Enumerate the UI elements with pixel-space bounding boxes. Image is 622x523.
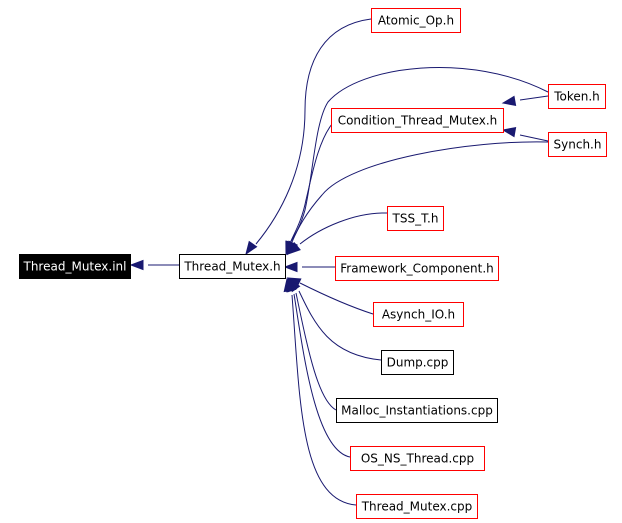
edge-asynch_io_h-to-thread_mutex_h bbox=[286, 277, 374, 315]
node-label: Thread_Mutex.h bbox=[183, 260, 280, 274]
edges-layer bbox=[129, 18, 549, 506]
edge-line bbox=[298, 290, 382, 361]
node-malloc-instantiations-cpp: Malloc_Instantiations.cpp bbox=[336, 398, 498, 423]
node-label: Thread_Mutex.cpp bbox=[361, 500, 473, 514]
edge-thread_mutex_cpp-to-thread_mutex_h bbox=[283, 277, 357, 506]
node-label: Token.h bbox=[553, 90, 600, 104]
edge-line bbox=[291, 294, 357, 506]
node-box bbox=[381, 350, 454, 375]
node-box bbox=[336, 398, 498, 423]
edge-line bbox=[290, 123, 333, 242]
edge-line bbox=[295, 292, 337, 411]
node-label: Condition_Thread_Mutex.h bbox=[338, 114, 498, 128]
node-label: OS_NS_Thread.cpp bbox=[361, 452, 474, 466]
node-box bbox=[179, 254, 286, 279]
node-box bbox=[373, 302, 464, 327]
edge-line bbox=[255, 18, 372, 245]
edge-synch_h-to-condition_thread_mutex_h bbox=[501, 127, 549, 142]
node-thread-mutex-cpp[interactable]: Thread_Mutex.cpp bbox=[356, 494, 478, 519]
edge-line bbox=[299, 282, 374, 315]
nodes-layer: Thread_Mutex.inl Thread_Mutex.h Atomic_Op.… bbox=[19, 8, 607, 519]
arrowhead bbox=[283, 261, 298, 273]
node-label: Framework_Component.h bbox=[340, 262, 494, 276]
arrowhead bbox=[129, 259, 144, 271]
node-thread-mutex-h: Thread_Mutex.h bbox=[179, 254, 286, 279]
node-atomic-op-h[interactable]: Atomic_Op.h bbox=[371, 8, 461, 33]
node-box bbox=[387, 206, 444, 231]
node-tss-t-h[interactable]: TSS_T.h bbox=[387, 206, 444, 231]
node-label: TSS_T.h bbox=[392, 212, 439, 226]
node-box bbox=[335, 256, 499, 281]
edge-line bbox=[519, 95, 549, 101]
node-box bbox=[548, 84, 606, 109]
arrowhead bbox=[286, 241, 301, 255]
node-token-h[interactable]: Token.h bbox=[548, 84, 606, 109]
edge-condition_thread_mutex_h-to-thread_mutex_h bbox=[286, 123, 333, 256]
edge-token_h-to-condition_thread_mutex_h bbox=[501, 95, 549, 106]
node-label: Thread_Mutex.inl bbox=[23, 260, 127, 274]
node-thread-mutex-inl: Thread_Mutex.inl bbox=[19, 254, 131, 279]
arrowhead bbox=[245, 240, 258, 256]
node-box bbox=[19, 254, 131, 279]
node-box bbox=[356, 494, 478, 519]
edge-line bbox=[289, 67, 549, 244]
edge-atomic_op_h-to-thread_mutex_h bbox=[245, 18, 372, 256]
node-os-ns-thread-cpp[interactable]: OS_NS_Thread.cpp bbox=[350, 446, 485, 471]
arrowhead bbox=[501, 127, 517, 138]
node-box bbox=[331, 108, 504, 133]
node-synch-h[interactable]: Synch.h bbox=[548, 132, 607, 157]
node-framework-component-h[interactable]: Framework_Component.h bbox=[335, 256, 499, 281]
node-box bbox=[548, 132, 607, 157]
arrowhead bbox=[501, 95, 517, 106]
edge-line bbox=[293, 293, 351, 458]
edge-thread_mutex_h-to-thread_mutex_inl bbox=[129, 259, 179, 271]
node-box bbox=[371, 8, 461, 33]
node-condition-thread-mutex-h[interactable]: Condition_Thread_Mutex.h bbox=[331, 108, 504, 133]
edge-line bbox=[299, 212, 388, 245]
node-box bbox=[350, 446, 485, 471]
node-asynch-io-h[interactable]: Asynch_IO.h bbox=[373, 302, 464, 327]
node-label: Asynch_IO.h bbox=[382, 308, 455, 322]
edge-line bbox=[519, 134, 549, 142]
edge-tss_t_h-to-thread_mutex_h bbox=[286, 212, 388, 255]
node-label: Dump.cpp bbox=[387, 356, 449, 370]
node-label: Atomic_Op.h bbox=[378, 14, 454, 28]
edge-line bbox=[291, 141, 549, 243]
node-dump-cpp: Dump.cpp bbox=[381, 350, 454, 375]
edge-os_ns_thread_cpp-to-thread_mutex_h bbox=[286, 277, 351, 458]
node-label: Malloc_Instantiations.cpp bbox=[341, 404, 493, 418]
edge-synch_h-to-thread_mutex_h bbox=[287, 141, 549, 256]
node-label: Synch.h bbox=[554, 138, 602, 152]
edge-framework_component_h-to-thread_mutex_h bbox=[283, 261, 335, 273]
arrowhead bbox=[283, 277, 294, 293]
